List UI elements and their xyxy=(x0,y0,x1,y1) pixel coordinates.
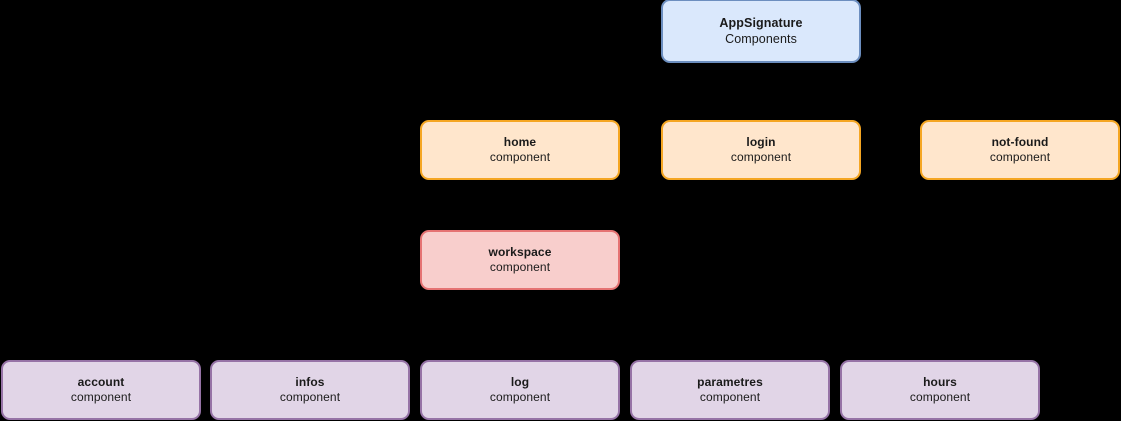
node-title: account xyxy=(77,374,125,389)
node-subtitle: component xyxy=(279,390,341,404)
node-hours[interactable]: hours component xyxy=(840,360,1040,420)
node-title: workspace xyxy=(488,244,552,259)
node-app-signature-components[interactable]: AppSignature Components xyxy=(661,0,861,63)
node-account[interactable]: account component xyxy=(1,360,201,420)
node-title: parametres xyxy=(697,374,763,389)
node-title: login xyxy=(746,134,776,149)
node-title: hours xyxy=(923,374,957,389)
node-subtitle: component xyxy=(730,150,792,164)
node-subtitle: component xyxy=(489,260,551,274)
node-subtitle: component xyxy=(909,390,971,404)
node-title: infos xyxy=(295,374,325,389)
node-not-found[interactable]: not-found component xyxy=(920,120,1120,180)
node-log[interactable]: log component xyxy=(420,360,620,420)
node-home[interactable]: home component xyxy=(420,120,620,180)
node-subtitle: component xyxy=(70,390,132,404)
node-subtitle: component xyxy=(489,150,551,164)
node-subtitle: component xyxy=(489,390,551,404)
node-title: not-found xyxy=(991,134,1049,149)
node-title: AppSignature xyxy=(719,16,803,30)
node-title: log xyxy=(510,374,530,389)
node-workspace[interactable]: workspace component xyxy=(420,230,620,290)
node-infos[interactable]: infos component xyxy=(210,360,410,420)
node-subtitle: Components xyxy=(725,32,797,46)
node-subtitle: component xyxy=(699,390,761,404)
node-parametres[interactable]: parametres component xyxy=(630,360,830,420)
node-subtitle: component xyxy=(989,150,1051,164)
node-login[interactable]: login component xyxy=(661,120,861,180)
node-title: home xyxy=(503,134,537,149)
